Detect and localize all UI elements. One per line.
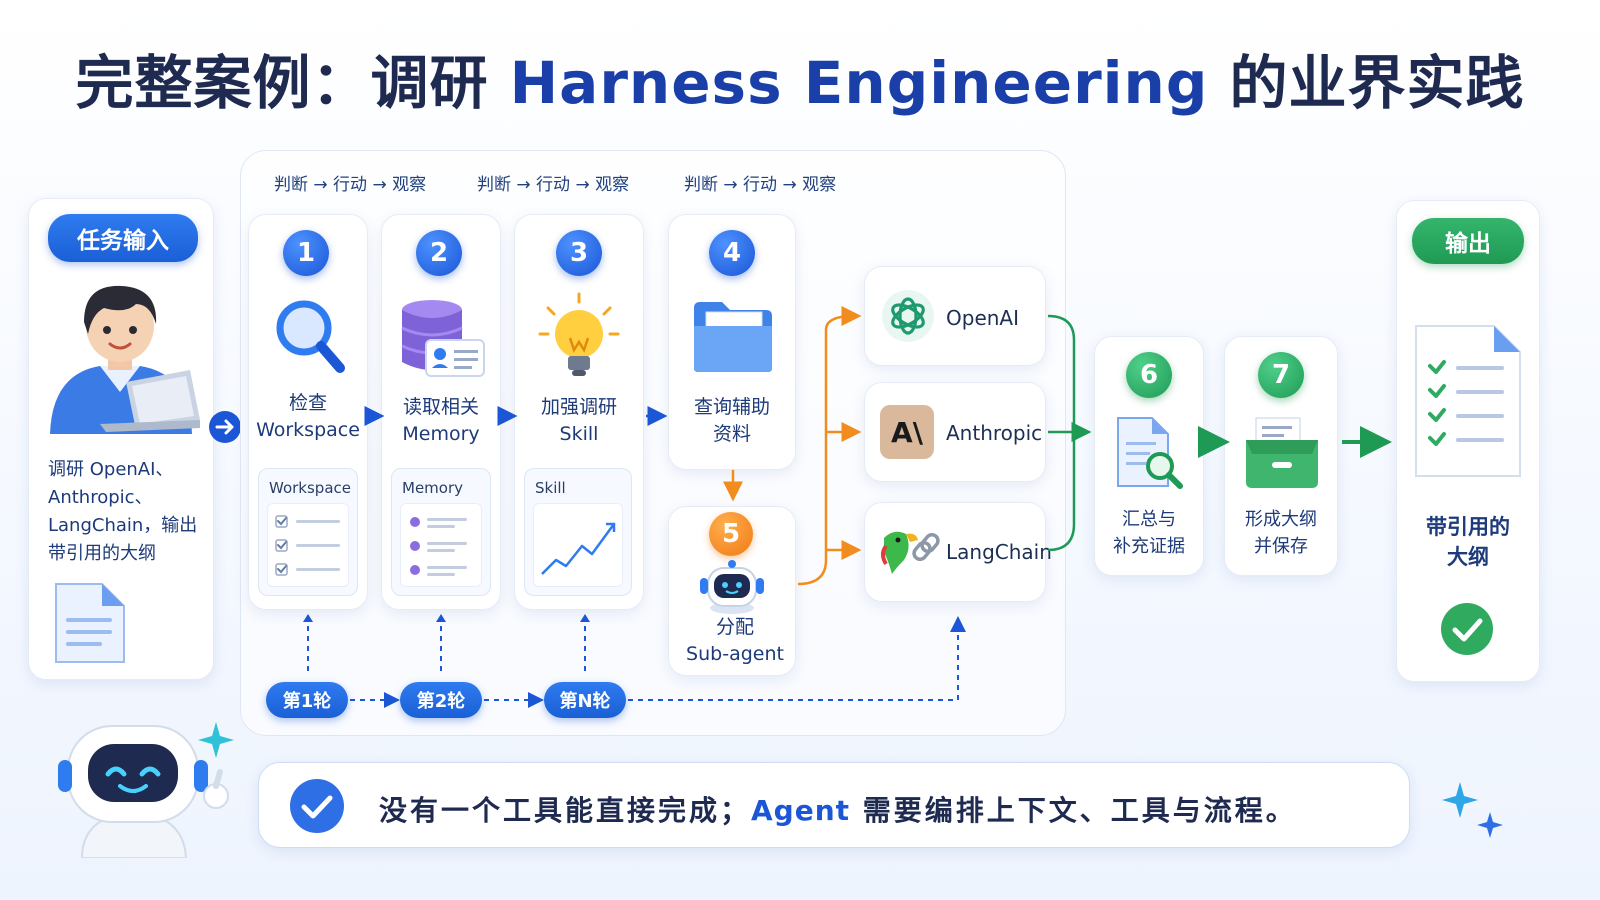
task-input-badge: 任务输入 <box>48 214 198 262</box>
step-number-3: 3 <box>556 230 602 276</box>
title-suffix: 的业界实践 <box>1208 49 1525 117</box>
parrot-icon <box>881 531 940 574</box>
anthropic-glyph: A\ <box>891 415 923 449</box>
summary-suffix: 需要编排上下文、工具与流程。 <box>850 794 1297 827</box>
vendor-name: OpenAI <box>946 306 1019 330</box>
arrow-right-icon <box>209 411 241 443</box>
step-label-line: 加强调研 <box>540 396 617 418</box>
step-label-7: 形成大纲 并保存 <box>1224 506 1338 560</box>
step-label-line: 检查 <box>288 392 327 414</box>
workspace-panel-body <box>267 503 349 587</box>
skill-panel: Skill <box>524 468 632 596</box>
workspace-panel-title: Workspace <box>269 479 351 497</box>
step-label-line: 查询辅助 <box>693 396 770 418</box>
step-label-3: 加强调研 Skill <box>514 394 644 448</box>
memory-panel: Memory <box>391 468 491 596</box>
sparkle-icon <box>1442 782 1503 838</box>
step-label-line: 读取相关 <box>402 396 479 418</box>
step-label-line: Skill <box>559 423 599 445</box>
round-pill-1: 第1轮 <box>266 682 348 718</box>
checklist-document-icon <box>1415 325 1521 477</box>
magnifier-icon <box>276 300 345 373</box>
step-number-7: 7 <box>1258 352 1304 398</box>
round-pill-n: 第N轮 <box>544 682 626 718</box>
workspace-panel: Workspace <box>258 468 358 596</box>
step-number-1: 1 <box>283 230 329 276</box>
cycle-label: 判断 → 行动 → 观察 <box>477 175 630 195</box>
summary-banner: 没有一个工具能直接完成；Agent 需要编排上下文、工具与流程。 <box>258 762 1410 848</box>
vendor-name: LangChain <box>946 540 1052 564</box>
step-number-4: 4 <box>709 230 755 276</box>
check-circle-icon <box>1441 603 1493 655</box>
output-badge: 输出 <box>1412 218 1524 264</box>
skill-panel-title: Skill <box>535 479 566 497</box>
database-icon <box>401 300 485 377</box>
openai-icon <box>882 290 934 342</box>
check-circle-icon <box>290 779 344 833</box>
robot-icon <box>700 560 764 614</box>
step-number-2: 2 <box>416 230 462 276</box>
document-icon <box>55 583 125 663</box>
task-description: 调研 OpenAI、 Anthropic、 LangChain，输出 带引用的大… <box>48 456 197 568</box>
output-label-line: 大纲 <box>1447 545 1489 569</box>
step-label-line: 资料 <box>712 423 751 445</box>
cycle-label: 判断 → 行动 → 观察 <box>684 175 837 195</box>
output-label-line: 带引用的 <box>1426 515 1510 539</box>
anthropic-icon: A\ <box>880 405 934 459</box>
task-line: 调研 OpenAI、 <box>48 459 174 480</box>
step-number-6: 6 <box>1126 352 1172 398</box>
summary-highlight: Agent <box>751 794 851 827</box>
title-highlight: Harness Engineering <box>509 49 1209 117</box>
step-label-line: 形成大纲 <box>1245 509 1317 530</box>
task-line: LangChain，输出 <box>48 515 198 536</box>
summary-prefix: 没有一个工具能直接完成； <box>379 794 752 827</box>
robot-mascot-icon <box>58 722 234 858</box>
document-search-icon <box>1117 417 1183 489</box>
skill-panel-body <box>533 503 623 587</box>
step-label-line: Workspace <box>256 419 360 441</box>
step-label-2: 读取相关 Memory <box>381 394 501 448</box>
summary-text: 没有一个工具能直接完成；Agent 需要编排上下文、工具与流程。 <box>379 789 1297 829</box>
step-label-1: 检查 Workspace <box>248 390 368 444</box>
memory-list-icon <box>410 517 467 576</box>
output-label: 带引用的 大纲 <box>1396 512 1540 572</box>
step-label-6: 汇总与 补充证据 <box>1094 506 1204 560</box>
cycle-label: 判断 → 行动 → 观察 <box>274 175 427 195</box>
step-label-line: 分配 <box>715 616 754 638</box>
memory-panel-body <box>400 503 482 587</box>
task-line: 带引用的大纲 <box>48 543 156 564</box>
memory-panel-title: Memory <box>402 479 464 497</box>
step-number-5: 5 <box>709 512 753 556</box>
step-label-line: 并保存 <box>1254 536 1308 557</box>
title-prefix: 完整案例：调研 <box>75 49 510 117</box>
page-title: 完整案例：调研 Harness Engineering 的业界实践 <box>0 36 1600 120</box>
checklist-icon <box>275 515 340 576</box>
folder-icon <box>694 302 772 372</box>
step-label-line: Sub-agent <box>686 643 784 665</box>
round-pill-2: 第2轮 <box>400 682 482 718</box>
vendor-name: Anthropic <box>946 421 1043 445</box>
trend-chart-icon <box>541 522 616 575</box>
archive-box-icon <box>1246 417 1318 488</box>
step-label-line: 汇总与 <box>1122 509 1176 530</box>
user-laptop-icon <box>50 285 200 434</box>
lightbulb-icon <box>538 292 620 376</box>
step-label-5: 分配 Sub-agent <box>668 614 802 668</box>
step-label-line: 补充证据 <box>1113 536 1185 557</box>
step-label-line: Memory <box>402 423 480 445</box>
task-line: Anthropic、 <box>48 487 153 508</box>
step-label-4: 查询辅助 资料 <box>668 394 796 448</box>
